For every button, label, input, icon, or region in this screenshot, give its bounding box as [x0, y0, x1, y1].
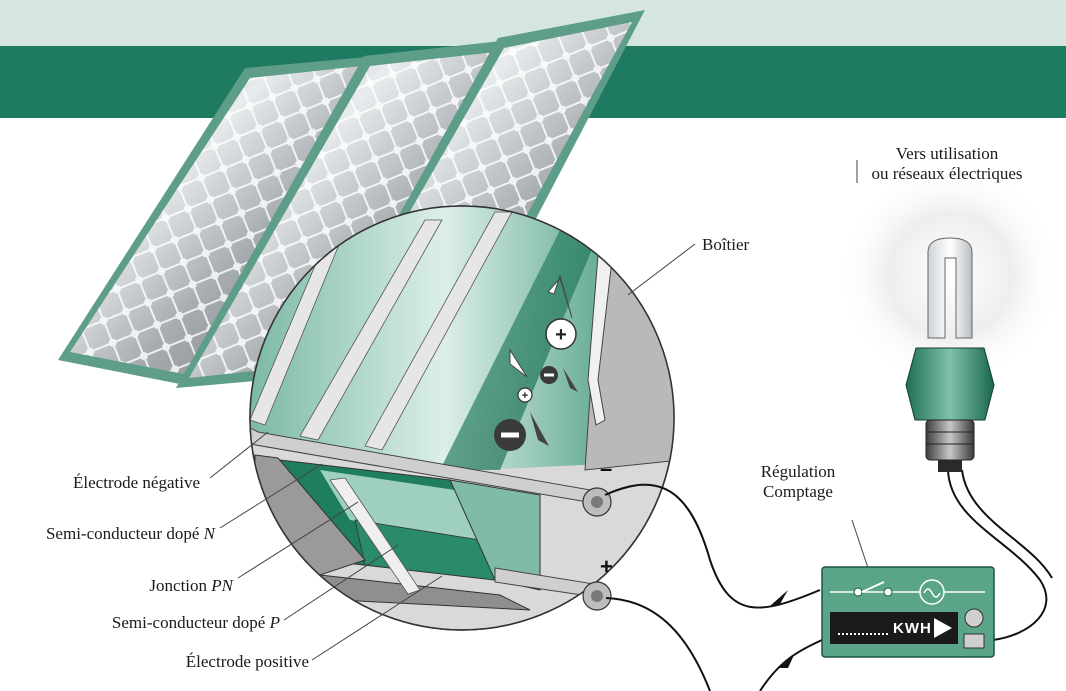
negative-electrode-label: Électrode négative — [73, 473, 200, 492]
junction-label: Jonction PN — [149, 576, 233, 596]
regulation-label-line1: Régulation — [760, 462, 836, 481]
junction-prefix: Jonction — [149, 576, 212, 595]
magnified-cell-view: + + — [249, 205, 675, 631]
wire-arrow — [770, 590, 788, 606]
n-doped-label: Semi-conducteur dopé N — [46, 524, 215, 544]
negative-terminal-symbol: – — [600, 456, 613, 481]
wires — [604, 469, 1053, 691]
p-doped-prefix: Semi-conducteur dopé — [111, 613, 270, 632]
light-bulb — [838, 163, 1062, 472]
output-label-line1: Vers utilisation — [895, 144, 999, 163]
regulation-label: Régulation Comptage — [742, 462, 854, 502]
svg-text:+: + — [522, 390, 528, 402]
output-label: Vers utilisation ou réseaux électriques — [852, 144, 1042, 184]
p-doped-label: Semi-conducteur dopé P — [112, 613, 280, 633]
svg-text:+: + — [555, 324, 567, 346]
regulation-box — [821, 566, 995, 658]
output-label-line2: ou réseaux électriques — [871, 164, 1023, 183]
wire-arrow — [778, 655, 794, 668]
leader-lines — [209, 160, 869, 661]
positive-terminal-symbol: + — [600, 554, 613, 579]
meter-unit: KWH — [893, 620, 932, 637]
p-doped-letter: P — [269, 613, 280, 632]
junction-letters: PN — [211, 576, 233, 595]
regulation-label-line2: Comptage — [763, 482, 833, 501]
n-doped-prefix: Semi-conducteur dopé — [45, 524, 204, 543]
positive-electrode-label: Électrode positive — [185, 652, 309, 671]
housing-label: Boîtier — [702, 235, 750, 254]
n-doped-letter: N — [203, 524, 215, 543]
